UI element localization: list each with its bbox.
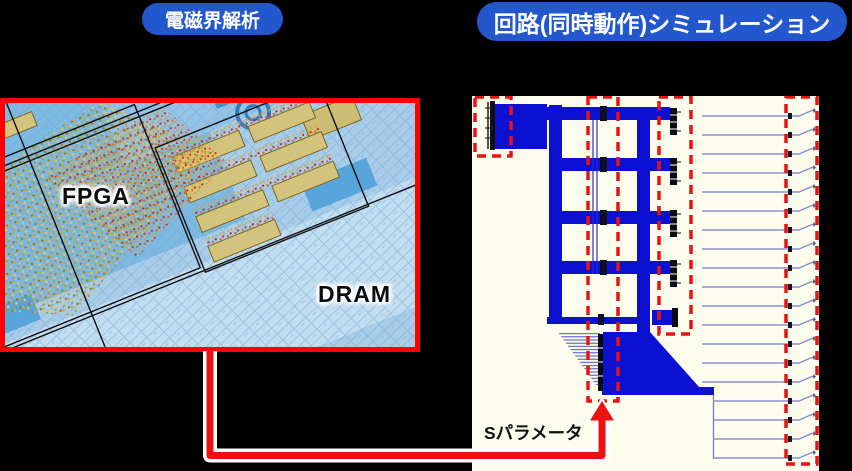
bus-network [493,104,714,395]
s-parameter-label: Sパラメータ [484,423,583,443]
memory-ics [670,108,681,327]
circuit-simulation-image: Sパラメータ [472,95,819,471]
circuit-sim-badge: 回路(同時動作)シミュレーション [477,2,847,41]
highlight-box-driver [473,95,513,158]
circuit-sim-badge-label: 回路(同時動作)シミュレーション [493,10,831,37]
highlight-box-terminations [784,95,819,466]
em-analysis-badge-label: 電磁界解析 [164,10,260,32]
driver-ic [485,101,495,150]
fpga-label: FPGA [62,183,130,209]
circuit-schematic: Sパラメータ [472,95,819,471]
pcb-field-plot [5,103,415,347]
terminated-lines [702,106,818,468]
dram-label: DRAM [318,281,391,307]
em-analysis-image: FPGA DRAM [0,98,420,352]
series-elements [598,106,607,325]
highlight-box-memory [657,95,693,336]
em-analysis-badge: 電磁界解析 [142,3,283,35]
connector-bar [598,334,603,391]
